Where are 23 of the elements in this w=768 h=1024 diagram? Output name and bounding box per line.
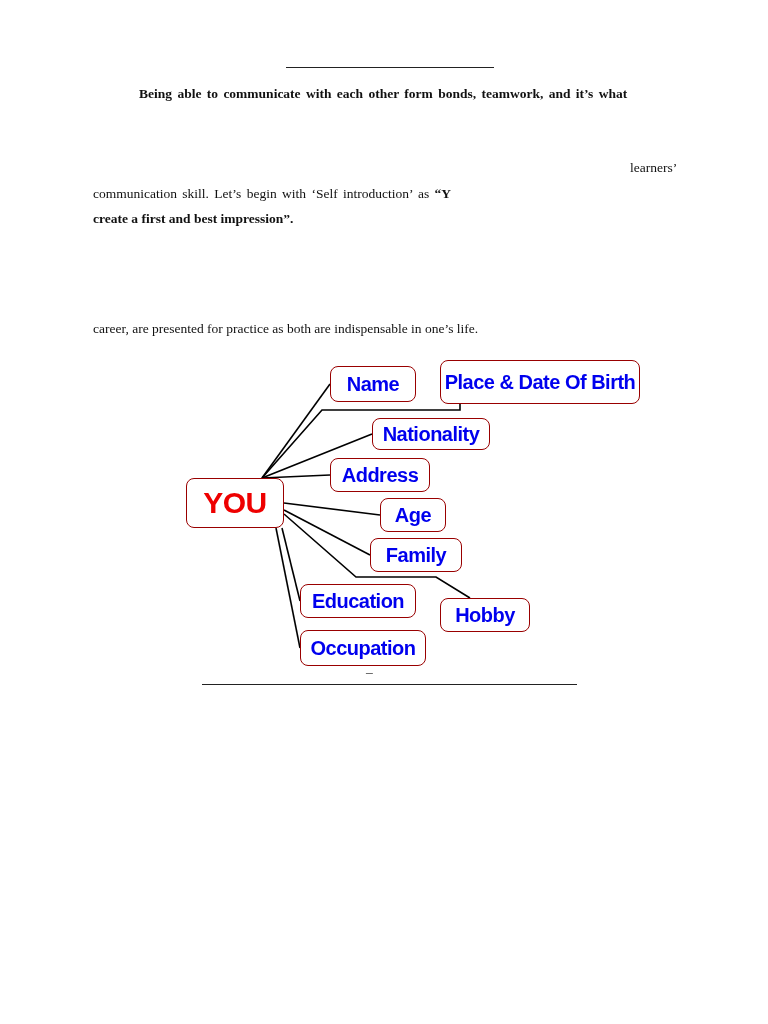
topic-box: YOU	[186, 478, 284, 528]
paragraph-text: –	[366, 664, 373, 680]
connector-line	[261, 433, 373, 479]
paragraph-text: create a first and best impression”.	[93, 211, 294, 227]
topic-box: Education	[300, 584, 416, 618]
connector-line	[281, 527, 301, 602]
topic-box: Age	[380, 498, 446, 532]
topic-box: Name	[330, 366, 416, 402]
paragraph-text: communication skill. Let’s begin with ‘Self introduction’ as “Y	[93, 186, 452, 202]
paragraph-text: career, are presented for practice as both are indispensable in one’s life.	[93, 321, 479, 337]
connector-line	[275, 527, 301, 649]
paragraph-text: learners’	[630, 160, 678, 176]
topic-box: Nationality	[372, 418, 490, 450]
topic-box: Address	[330, 458, 430, 492]
topic-box: Hobby	[440, 598, 530, 632]
connector-line	[261, 403, 461, 479]
paragraph-text: Being able to communicate with each other form bonds, teamwork, and it’s what	[139, 86, 628, 102]
connector-line	[283, 509, 371, 556]
topic-box: Place & Date Of Birth	[440, 360, 640, 404]
connector-line	[283, 502, 381, 516]
topic-box: Family	[370, 538, 462, 572]
topic-box: Occupation	[300, 630, 426, 666]
connector-line	[283, 513, 471, 599]
